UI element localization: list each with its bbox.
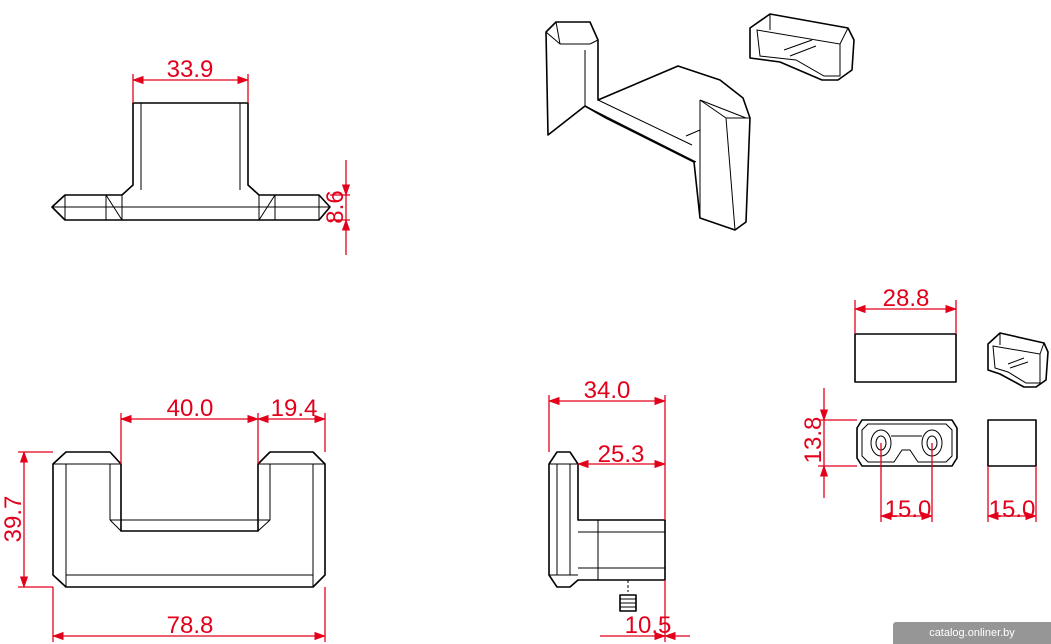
dimension-15-0-holes: 15.0 (879, 443, 934, 523)
side-view: 34.0 25.3 10.5 (547, 377, 690, 642)
cap-details: 28.8 13.8 15.0 (800, 285, 1049, 523)
watermark: catalog.onliner.by (893, 622, 1051, 644)
dimension-19-4: 19.4 (256, 395, 327, 452)
small-isometric-cap (987, 332, 1049, 388)
dim-label-15-0-holes: 15.0 (885, 496, 932, 523)
dim-label-34-0: 34.0 (584, 377, 631, 404)
dimension-40-0: 40.0 (119, 395, 260, 464)
set-screw (619, 580, 637, 612)
cap-side-square (987, 419, 1037, 467)
dim-label-13-8: 13.8 (800, 417, 827, 464)
dimension-10-5: 10.5 (600, 580, 690, 642)
top-view-outline (51, 102, 331, 221)
dim-label-28-8: 28.8 (883, 285, 930, 312)
top-view: 33.9 8.6 (51, 56, 351, 255)
dimension-8-6: 8.6 (322, 160, 351, 255)
dim-label-15-0-cap: 15.0 (989, 496, 1036, 523)
dim-label-78-8: 78.8 (167, 612, 214, 639)
isometric-cap (749, 13, 855, 81)
dimension-28-8: 28.8 (853, 285, 958, 334)
dimension-39-7: 39.7 (0, 450, 53, 589)
cap-front-rect (854, 333, 957, 383)
dimension-15-0-cap: 15.0 (986, 466, 1038, 523)
dim-label-39-7: 39.7 (0, 496, 27, 543)
side-view-outline (548, 451, 666, 588)
dimension-78-8: 78.8 (51, 587, 327, 642)
dim-label-25-3: 25.3 (598, 441, 645, 468)
dim-label-8-6: 8.6 (322, 190, 349, 223)
dim-label-40-0: 40.0 (167, 395, 214, 422)
dimension-13-8: 13.8 (800, 388, 857, 498)
isometric-hook-body (545, 21, 751, 231)
dim-label-19-4: 19.4 (271, 395, 318, 422)
mounting-plate (856, 419, 958, 467)
isometric-hook (545, 21, 751, 231)
isometric-cap-body (749, 13, 855, 81)
front-view: 40.0 19.4 39.7 78.8 (0, 395, 327, 642)
dimension-34-0: 34.0 (547, 377, 667, 520)
dim-label-10-5: 10.5 (625, 612, 672, 639)
dimension-33-9: 33.9 (131, 56, 250, 103)
dim-label-33-9: 33.9 (167, 56, 214, 83)
dimension-25-3: 25.3 (576, 441, 667, 469)
